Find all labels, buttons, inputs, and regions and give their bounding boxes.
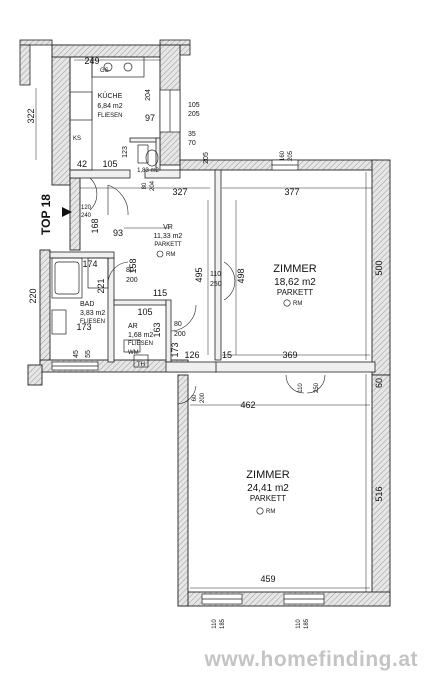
dim-200a: 200 (126, 277, 138, 284)
dim-110b: 110 (298, 383, 304, 393)
dim-459: 459 (260, 574, 275, 584)
dim-93: 93 (113, 228, 123, 238)
dim-60b: 60 (192, 394, 198, 401)
dim-160: 160 (280, 150, 286, 161)
dim-70: 70 (188, 140, 196, 147)
room2-area: 24,41 m2 (247, 483, 289, 494)
dim-174: 174 (82, 259, 97, 269)
dim-220: 220 (28, 288, 38, 303)
dim-377: 377 (284, 187, 299, 197)
kitchen-floor: FLIESEN (97, 113, 122, 119)
dim-163: 163 (152, 322, 162, 337)
dimension-lines (35, 59, 372, 592)
dim-369: 369 (282, 350, 297, 360)
dim-55: 55 (85, 350, 92, 358)
dim-35: 35 (188, 131, 196, 138)
storage-name: AR (128, 323, 138, 330)
dim-126: 126 (184, 350, 199, 360)
dim-115: 115 (153, 288, 167, 298)
dim-105a: 105 (188, 102, 200, 109)
dim-120: 120 (81, 205, 92, 211)
dim-45: 45 (73, 350, 80, 358)
th-label: TH (137, 362, 145, 368)
dim-204: 204 (145, 89, 152, 101)
wc-area: 1,83 m2 (137, 168, 159, 174)
kitchen-gs-label: GS (100, 68, 109, 74)
dim-327: 327 (172, 187, 187, 197)
dim-185a: 185 (220, 618, 226, 629)
dim-105b: 105 (102, 159, 117, 169)
hall-name: VR (163, 224, 173, 231)
bath-area: 3,83 m2 (80, 310, 105, 317)
dim-240: 240 (81, 213, 92, 219)
dim-250a: 250 (210, 281, 222, 288)
bath-name: BAD (80, 301, 94, 308)
dim-173b: 173 (170, 342, 180, 357)
dim-168: 168 (90, 218, 100, 233)
fixtures (51, 56, 159, 368)
apartment-label: TOP 18 (39, 194, 53, 235)
watermark: www.homefinding.at (203, 648, 418, 671)
dim-185b: 185 (304, 618, 310, 629)
dim-221: 221 (96, 278, 106, 293)
dim-249: 249 (84, 56, 99, 66)
dim-516: 516 (374, 486, 384, 501)
dim-110c: 110 (212, 619, 218, 629)
room2-name: ZIMMER (246, 469, 289, 481)
entrance-arrow-icon (62, 207, 72, 217)
dim-80a: 80 (142, 182, 148, 189)
dim-110d: 110 (296, 619, 302, 629)
dim-462: 462 (240, 400, 255, 410)
storage-floor: FLIESEN (128, 341, 153, 347)
room2-rm-icon (256, 507, 264, 515)
dim-205c: 205 (288, 150, 294, 161)
dim-15: 15 (222, 350, 232, 360)
dim-173a: 173 (76, 322, 91, 332)
dim-200b: 200 (174, 331, 186, 338)
dim-123: 123 (122, 146, 129, 158)
dim-205a: 205 (188, 111, 200, 118)
room1-area: 18,62 m2 (274, 277, 316, 288)
dim-80b: 80 (126, 267, 134, 274)
hall-area: 11,33 m2 (154, 233, 183, 240)
hall-rm-icon (156, 250, 164, 258)
room1-name: ZIMMER (273, 263, 316, 275)
dim-110a: 110 (210, 271, 221, 278)
dim-495: 495 (194, 267, 204, 282)
dim-97: 97 (145, 113, 155, 123)
wm-label: WM (128, 350, 139, 356)
dim-158: 158 (128, 258, 138, 273)
dim-498: 498 (236, 268, 246, 283)
room1-floor: PARKETT (277, 288, 313, 297)
hall-rm: RM (166, 252, 175, 258)
dim-250b: 250 (314, 382, 320, 393)
kitchen-ks-label: KS (73, 136, 81, 142)
dim-322: 322 (26, 108, 36, 123)
room2-floor: PARKETT (250, 494, 286, 503)
storage-area: 1,68 m2 (128, 332, 153, 339)
bath-floor: FLIESEN (80, 319, 105, 325)
kitchen-area: 6,84 m2 (97, 103, 122, 110)
hall-floor: PARKETT (154, 242, 182, 248)
dim-200c: 200 (200, 392, 206, 403)
windows (51, 89, 325, 605)
dim-42: 42 (77, 159, 87, 169)
dim-80c: 80 (174, 321, 182, 328)
dim-500: 500 (374, 260, 384, 275)
dim-105c: 105 (137, 307, 152, 317)
room1-rm: RM (293, 301, 302, 307)
doors (89, 177, 326, 405)
dim-60: 60 (374, 378, 384, 388)
dim-205b: 205 (203, 152, 210, 164)
room1-rm-icon (283, 299, 291, 307)
dimension-labels: 249 322 204 97 105 205 35 70 205 123 42 … (26, 56, 384, 629)
kitchen-name: KÜCHE (98, 92, 123, 100)
dim-204b: 204 (150, 180, 156, 191)
room2-rm: RM (266, 509, 275, 515)
inner-walls (49, 137, 376, 373)
